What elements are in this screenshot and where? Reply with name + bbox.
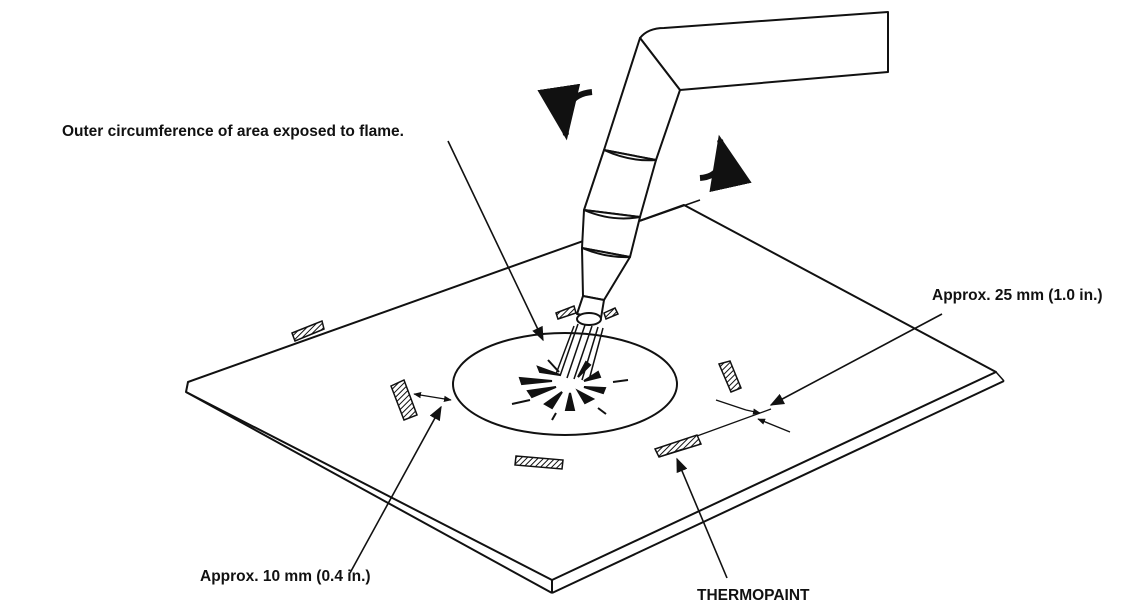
thermopaint-mark-top-left	[291, 319, 325, 342]
leader-thermopaint	[676, 457, 728, 579]
thermopaint-mark-bottom	[514, 455, 564, 470]
thermopaint-mark-lower-right	[653, 434, 703, 458]
thermopaint-mark-top-center-right	[603, 307, 620, 321]
rotation-arrows-icon	[537, 83, 752, 193]
flame-exposed-area	[452, 332, 678, 436]
torch	[576, 11, 889, 326]
thermopaint-mark-left	[390, 378, 418, 421]
thermopaint-marks	[291, 305, 742, 470]
dimension-25mm	[658, 399, 791, 458]
label-flame-area: Outer circumference of area exposed to f…	[62, 123, 404, 140]
leader-10mm	[349, 405, 442, 574]
label-distance-25mm: Approx. 25 mm (1.0 in.)	[932, 287, 1103, 304]
leader-flame-area	[447, 140, 544, 342]
flame-jet	[555, 323, 604, 381]
flame-burst	[511, 359, 629, 421]
leader-25mm	[769, 313, 943, 406]
dimension-10mm	[413, 392, 452, 402]
thermopaint-mark-right	[717, 360, 742, 393]
thermopaint-mark-top-center	[555, 305, 577, 320]
leader-lines	[349, 140, 943, 579]
label-thermopaint: THERMOPAINT	[697, 587, 810, 604]
label-distance-10mm: Approx. 10 mm (0.4 in.)	[200, 568, 371, 585]
